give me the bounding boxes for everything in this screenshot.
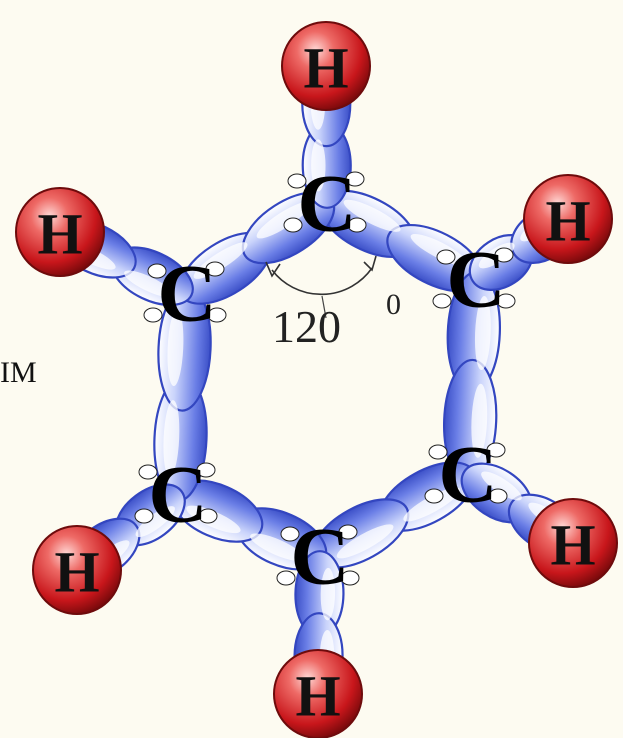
hydrogen-atom: H: [528, 498, 618, 588]
carbon-label: C: [297, 158, 356, 249]
p-orbital-lobe: [432, 293, 452, 309]
hydrogen-label: H: [550, 513, 595, 578]
p-orbital-lobe: [338, 524, 358, 540]
carbon-label: C: [157, 248, 216, 339]
p-orbital-lobe: [494, 247, 514, 263]
p-orbital-lobe: [283, 217, 303, 233]
p-orbital-lobe: [287, 173, 307, 189]
hydrogen-atoms: H H H H H H: [15, 21, 618, 738]
bond-angle-unit: 0: [386, 288, 401, 321]
bond-angle-value: 120: [272, 301, 341, 352]
p-orbital-lobe: [196, 462, 216, 478]
p-orbital-lobe: [340, 570, 360, 586]
hydrogen-atom: H: [32, 525, 122, 615]
angle-tick: [321, 295, 327, 319]
hydrogen-label: H: [37, 202, 82, 267]
p-orbital-lobe: [347, 217, 367, 233]
carbon-label: C: [148, 449, 207, 540]
hydrogen-atom: H: [281, 21, 371, 111]
p-orbital-lobe: [143, 307, 163, 323]
bond-angle-arc: [271, 267, 373, 296]
cc-bond: [178, 191, 336, 305]
hydrogen-atom: H: [273, 649, 363, 738]
p-orbital-lobe: [486, 442, 506, 458]
p-orbital-lobe: [428, 444, 448, 460]
cc-bond: [153, 284, 212, 503]
p-orbital-lobe: [134, 508, 154, 524]
p-orbital-lobe: [198, 508, 218, 524]
carbon-label: C: [438, 429, 497, 520]
hydrogen-label: H: [295, 664, 340, 729]
angle-arrow-right-icon: [363, 255, 377, 272]
p-orbital-lobe: [138, 464, 158, 480]
ring-bonds: [153, 189, 501, 571]
p-orbital-lobe: [207, 307, 227, 323]
carbon-label: C: [290, 511, 349, 602]
angle-arrow-left-icon: [265, 261, 281, 278]
hydrogen-atom: H: [523, 174, 613, 264]
p-orbital-lobe: [147, 263, 167, 279]
p-orbital-lobe: [205, 261, 225, 277]
cc-bond: [443, 271, 501, 482]
p-orbital-lobe: [496, 293, 516, 309]
hydrogen-label: H: [545, 189, 590, 254]
p-orbital-lobe: [280, 526, 300, 542]
p-orbital-lobes: [134, 171, 516, 586]
p-orbital-lobe: [436, 249, 456, 265]
p-orbital-lobe: [424, 488, 444, 504]
hydrogen-atom: H: [15, 187, 105, 277]
p-orbital-lobe: [345, 171, 365, 187]
hydrogen-label: H: [54, 540, 99, 605]
hydrogen-label: H: [303, 36, 348, 101]
cropped-text-fragment: IM: [0, 356, 37, 389]
p-orbital-lobe: [276, 570, 296, 586]
p-orbital-lobe: [488, 488, 508, 504]
carbon-label: C: [446, 234, 505, 325]
